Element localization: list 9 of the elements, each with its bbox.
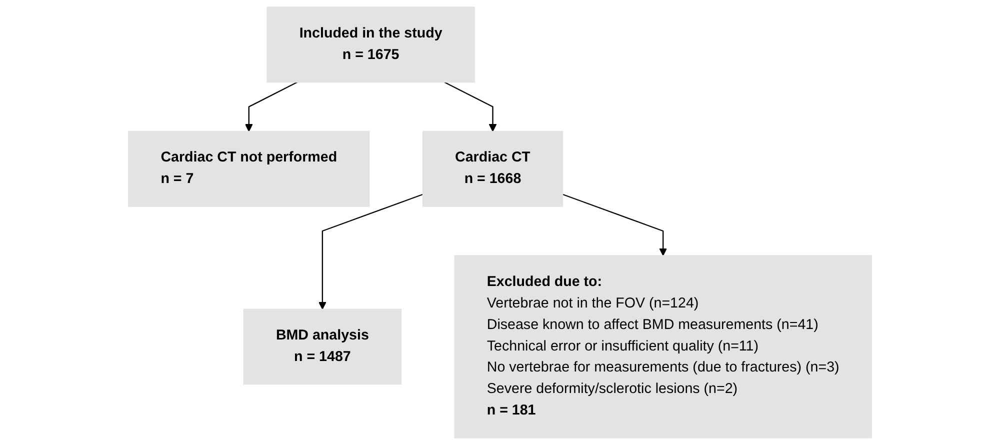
node-box: Cardiac CT n = 1668 <box>422 130 564 207</box>
arrow <box>562 194 667 256</box>
arrow <box>444 82 497 132</box>
node-box: Excluded due to: Vertebrae not in the FOV (n=124) Disease known to affect BMD measurements (n=41) Technical error or insufficient quality (n=11) No vertebrae for measurements (due to fractures) (n=3) Severe deformity/sclerotic lesions (n=2) n = 181 <box>454 255 872 438</box>
arrow <box>244 82 298 132</box>
arrow <box>318 194 424 310</box>
node-box: Cardiac CT not performed n = 7 <box>128 130 370 207</box>
node-box: BMD analysis n = 1487 <box>243 308 402 385</box>
node-box: Included in the study n = 1675 <box>266 6 475 83</box>
